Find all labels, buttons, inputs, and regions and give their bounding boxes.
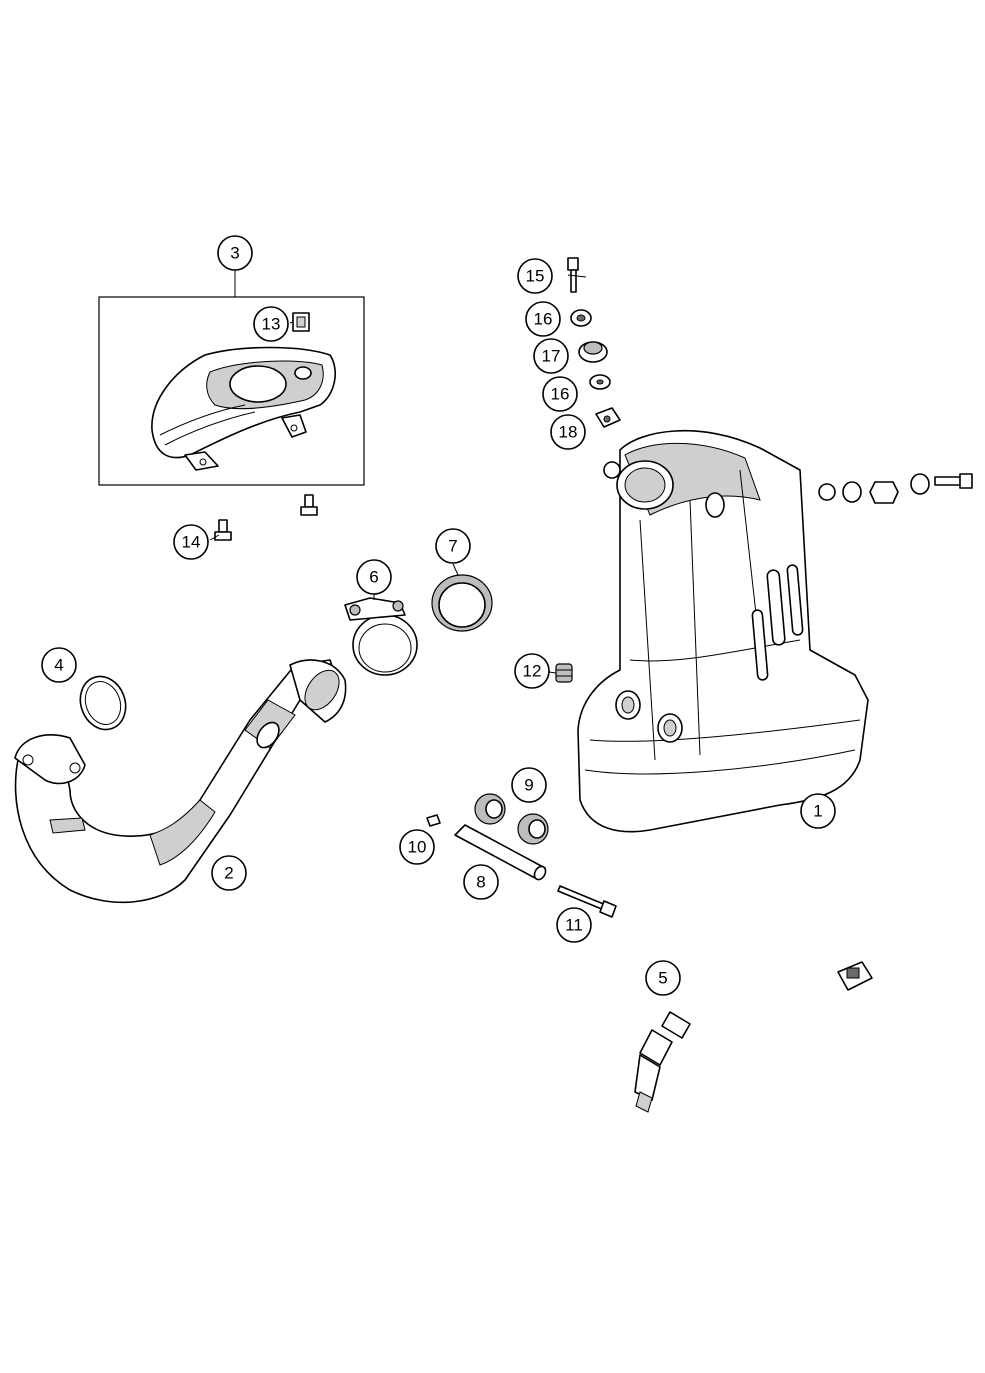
bushing-9-a[interactable] xyxy=(474,793,506,825)
callout-15-label: 15 xyxy=(526,267,545,286)
bushing-9-b[interactable] xyxy=(517,813,549,845)
callout-7-label: 7 xyxy=(448,537,457,556)
callout-3: 3 xyxy=(217,235,253,271)
callout-3-label: 3 xyxy=(230,244,239,263)
callout-16a-label: 16 xyxy=(534,310,553,329)
callout-17-label: 17 xyxy=(542,347,561,366)
callout-14: 14 xyxy=(173,524,209,560)
callout-16b-label: 16 xyxy=(551,385,570,404)
screw-14-a[interactable] xyxy=(300,494,318,516)
callout-18: 18 xyxy=(550,414,586,450)
header-pipe[interactable] xyxy=(14,659,347,904)
nut-10[interactable] xyxy=(426,814,441,827)
washer-16-b[interactable] xyxy=(589,374,611,390)
tube-8[interactable] xyxy=(454,824,548,882)
callout-2: 2 xyxy=(211,855,247,891)
callout-12-label: 12 xyxy=(523,662,542,681)
bolt-11[interactable] xyxy=(557,885,617,918)
silencer-fasteners[interactable] xyxy=(818,473,973,504)
callout-10-label: 10 xyxy=(408,838,427,857)
callout-13-label: 13 xyxy=(262,315,281,334)
callout-4: 4 xyxy=(41,647,77,683)
callout-10: 10 xyxy=(399,829,435,865)
callout-16a: 16 xyxy=(525,301,561,337)
callout-8-label: 8 xyxy=(476,873,485,892)
callout-9: 9 xyxy=(511,767,547,803)
screw-14-b[interactable] xyxy=(214,519,232,541)
grommet-17[interactable] xyxy=(578,341,608,363)
callout-9-label: 9 xyxy=(524,776,533,795)
washer-16-a[interactable] xyxy=(570,309,592,327)
callout-1-label: 1 xyxy=(813,802,822,821)
callout-13: 13 xyxy=(253,306,289,342)
bracket-18[interactable] xyxy=(595,407,621,428)
clamp-6[interactable] xyxy=(344,597,418,676)
callout-17: 17 xyxy=(533,338,569,374)
callout-2-label: 2 xyxy=(224,864,233,883)
callout-1: 1 xyxy=(800,793,836,829)
callout-5: 5 xyxy=(645,960,681,996)
callout-7: 7 xyxy=(435,528,471,564)
plug-12[interactable] xyxy=(555,663,573,683)
oxygen-sensor-5[interactable] xyxy=(634,952,873,1113)
callout-6: 6 xyxy=(356,559,392,595)
callout-8: 8 xyxy=(463,864,499,900)
callout-11-label: 11 xyxy=(565,916,583,935)
silencer-1[interactable] xyxy=(577,429,869,833)
bolt-15[interactable] xyxy=(567,257,579,293)
sleeve-7[interactable] xyxy=(431,574,493,632)
callout-4-label: 4 xyxy=(54,656,63,675)
callout-15: 15 xyxy=(517,258,553,294)
callout-18-label: 18 xyxy=(559,423,578,442)
callout-14-label: 14 xyxy=(182,533,201,552)
heat-shield-assembly[interactable] xyxy=(98,268,365,486)
callout-12: 12 xyxy=(514,653,550,689)
clip-13[interactable] xyxy=(292,312,310,332)
callout-11: 11 xyxy=(556,907,592,943)
callout-5-label: 5 xyxy=(658,969,667,988)
leader-lines xyxy=(209,274,587,674)
callout-16b: 16 xyxy=(542,376,578,412)
callout-6-label: 6 xyxy=(369,568,378,587)
gasket-4[interactable] xyxy=(73,670,133,736)
